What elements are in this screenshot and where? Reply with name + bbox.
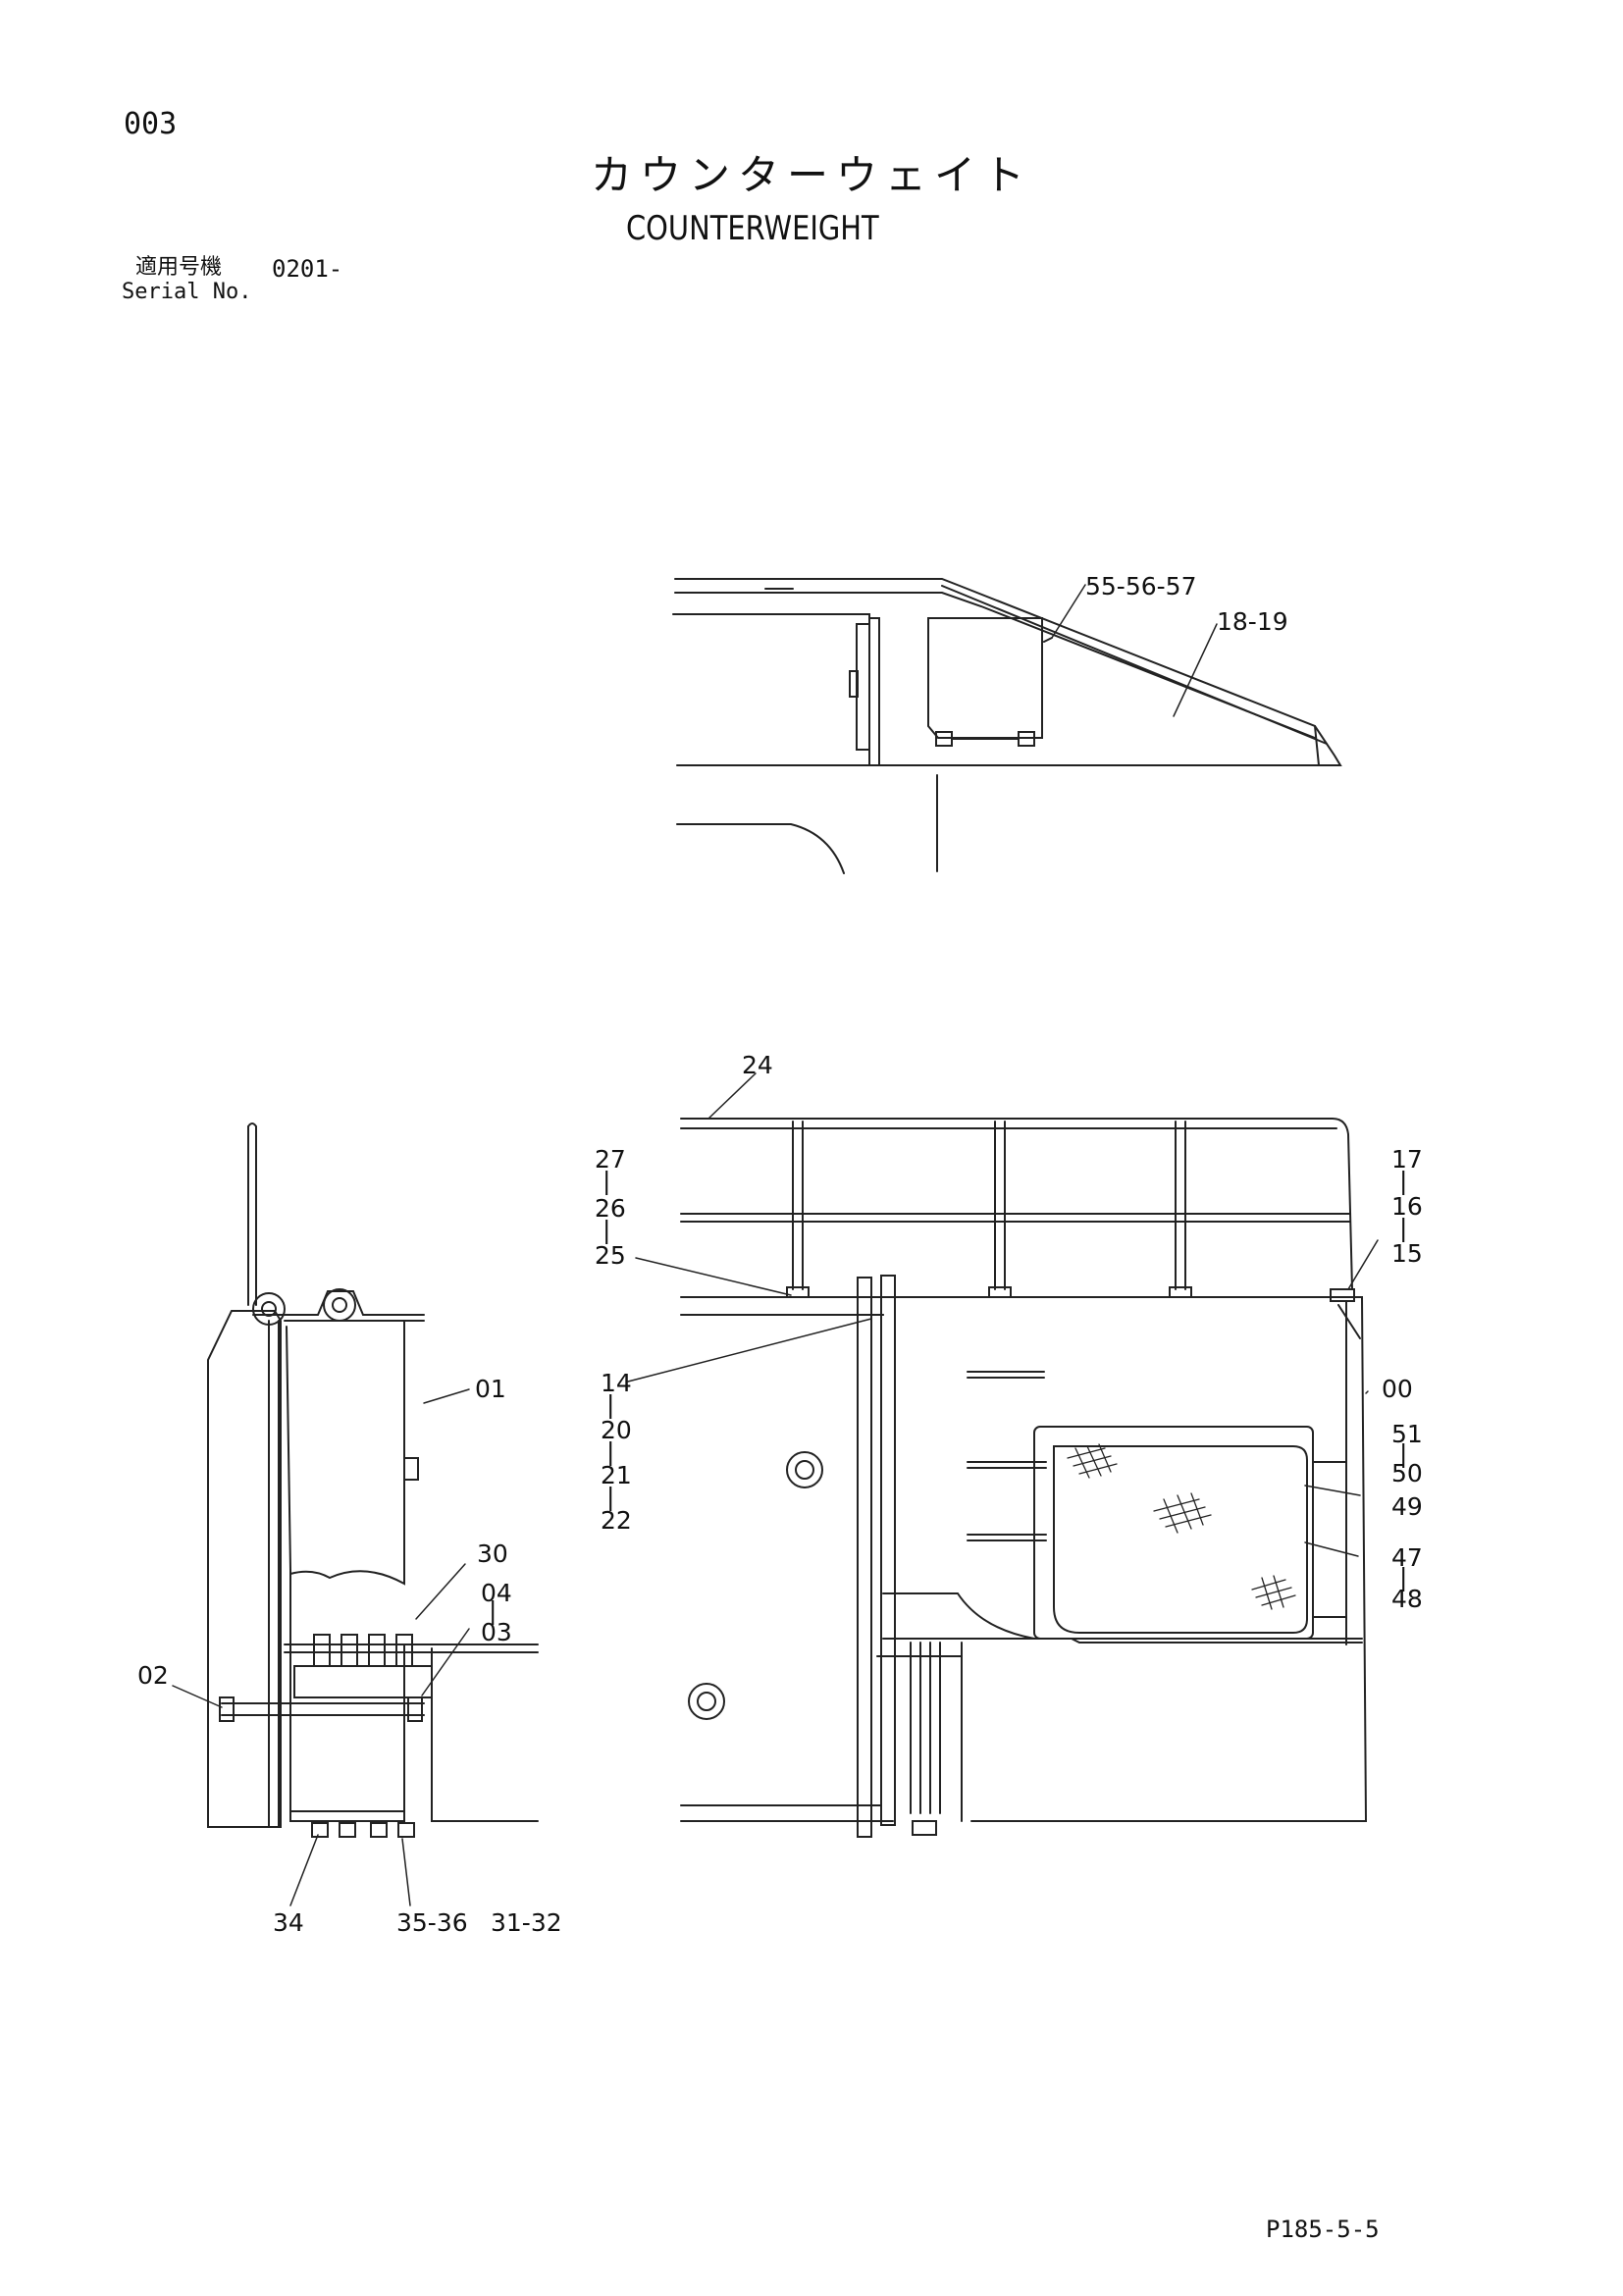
dash-mark: | xyxy=(1399,1563,1407,1592)
callout-02: 02 xyxy=(137,1661,169,1690)
top-view-drawing xyxy=(672,578,1342,874)
title-english: COUNTERWEIGHT xyxy=(626,209,879,248)
callout-49: 49 xyxy=(1391,1492,1423,1521)
callout-48: 48 xyxy=(1391,1585,1423,1613)
callout-34: 34 xyxy=(273,1908,304,1937)
title-japanese: カウンターウェイト xyxy=(591,151,1033,199)
dash-mark: | xyxy=(489,1596,497,1625)
callout-labels: 55-56-57 18-19 24 27 | 26 | 25 17 | 16 |… xyxy=(137,572,1423,1937)
serial-label-english: Serial No. xyxy=(122,280,252,304)
callout-22: 22 xyxy=(601,1506,632,1535)
callout-14: 14 xyxy=(601,1369,632,1397)
callout-50: 50 xyxy=(1391,1459,1423,1487)
callout-47: 47 xyxy=(1391,1543,1423,1572)
main-view-drawing xyxy=(680,1118,1368,1838)
callout-03: 03 xyxy=(481,1618,512,1646)
callout-17: 17 xyxy=(1391,1145,1423,1174)
dash-mark: | xyxy=(1399,1167,1407,1195)
callout-55-56-57: 55-56-57 xyxy=(1085,572,1196,600)
serial-label-japanese: 適用号機 xyxy=(135,255,223,280)
dash-mark: | xyxy=(606,1483,614,1511)
callout-18-19: 18-19 xyxy=(1217,607,1288,636)
callout-01: 01 xyxy=(475,1375,506,1403)
callout-15: 15 xyxy=(1391,1239,1423,1268)
page-code: P185-5-5 xyxy=(1266,2216,1380,2243)
callout-16: 16 xyxy=(1391,1192,1423,1221)
dash-mark: | xyxy=(606,1437,614,1466)
callout-20: 20 xyxy=(601,1416,632,1444)
callout-31-32: 31-32 xyxy=(491,1908,562,1937)
leader-lines xyxy=(172,1072,1379,1906)
callout-00: 00 xyxy=(1382,1375,1413,1403)
callout-30: 30 xyxy=(477,1539,508,1568)
dash-mark: | xyxy=(602,1167,610,1195)
dash-mark: | xyxy=(1399,1214,1407,1242)
callout-25: 25 xyxy=(595,1241,626,1270)
callout-51: 51 xyxy=(1391,1420,1423,1448)
serial-value: 0201- xyxy=(272,255,343,283)
callout-35-36: 35-36 xyxy=(396,1908,468,1937)
callout-04: 04 xyxy=(481,1579,512,1607)
dash-mark: | xyxy=(602,1216,610,1244)
dash-mark: | xyxy=(1399,1439,1407,1468)
callout-27: 27 xyxy=(595,1145,626,1174)
callout-24: 24 xyxy=(742,1051,773,1079)
page-number: 003 xyxy=(124,107,178,141)
side-view-drawing xyxy=(207,1122,539,1838)
callout-26: 26 xyxy=(595,1194,626,1223)
callout-21: 21 xyxy=(601,1461,632,1489)
dash-mark: | xyxy=(606,1390,614,1419)
